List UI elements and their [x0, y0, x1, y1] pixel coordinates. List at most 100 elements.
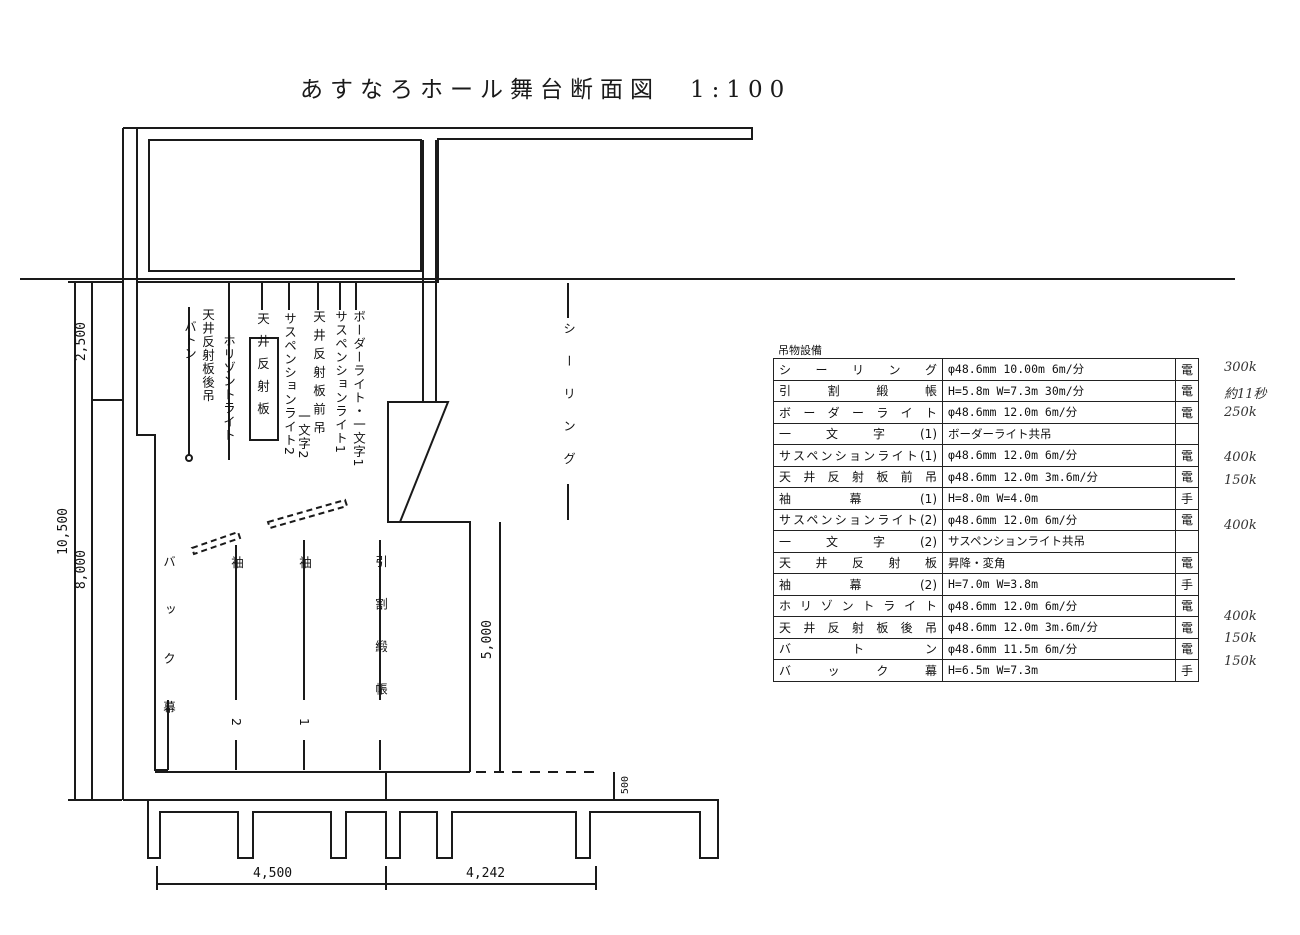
label-ceiling: シーリング — [561, 322, 576, 485]
label-hikiwari: 引割緞帳 — [373, 555, 388, 725]
load-note: 150k — [1224, 473, 1257, 488]
operation-type: 電 — [1175, 594, 1199, 617]
table-row: 一文字(1)ボーダーライト共吊 — [773, 422, 1199, 445]
label-susp-light-2: サスペンションライト2 — [282, 312, 297, 456]
operation-type: 電 — [1175, 508, 1199, 531]
equipment-spec: φ48.6mm 12.0m 6m/分 — [942, 508, 1176, 531]
equipment-spec: φ48.6mm 12.0m 6m/分 — [942, 401, 1176, 424]
proscenium-arch — [387, 401, 450, 523]
equipment-name: バック幕 — [773, 659, 943, 682]
label-sode-1: 袖 — [297, 556, 312, 570]
label-susp-light-1: サスペンションライト1 — [333, 310, 348, 454]
equipment-spec: φ48.6mm 11.5m 6m/分 — [942, 637, 1176, 660]
equipment-spec: φ48.6mm 12.0m 3m.6m/分 — [942, 616, 1176, 639]
dim-4500: 4,500 — [253, 866, 293, 881]
equipment-spec: ボーダーライト共吊 — [942, 422, 1176, 445]
proscenium-wall — [422, 140, 437, 402]
dim-5000: 5,000 — [480, 620, 495, 660]
operation-type — [1175, 530, 1199, 553]
load-note: 約11秒 — [1224, 386, 1267, 402]
equipment-spec: H=5.8m W=7.3m 30m/分 — [942, 379, 1176, 402]
reflector-panel-a — [190, 530, 242, 556]
equipment-spec: H=8.0m W=4.0m — [942, 487, 1176, 510]
equipment-name: 引割緞帳 — [773, 379, 943, 402]
label-baton: バトン — [182, 320, 197, 361]
dim-8000: 8,000 — [74, 550, 89, 590]
equipment-spec: サスペンションライト共吊 — [942, 530, 1176, 553]
equipment-name: ホリゾントライト — [773, 594, 943, 617]
operation-type: 手 — [1175, 659, 1199, 682]
equipment-name: ボーダーライト — [773, 401, 943, 424]
load-note: 400k — [1224, 518, 1257, 534]
equipment-name: 天井反射板前吊 — [773, 465, 943, 488]
operation-type — [1175, 422, 1199, 445]
dim-500: 500 — [620, 776, 631, 795]
equipment-name: サスペンションライト(1) — [773, 444, 943, 467]
proscenium-lower — [400, 521, 471, 772]
load-note: 150k — [1224, 631, 1257, 647]
operation-type: 電 — [1175, 551, 1199, 574]
label-ichimonji-2: 一文字2 — [296, 410, 311, 460]
dim-2500: 2,500 — [74, 322, 89, 362]
operation-type: 電 — [1175, 358, 1199, 381]
page-title: あすなろホール舞台断面図 1:100 — [300, 77, 792, 103]
operation-type: 電 — [1175, 401, 1199, 424]
load-note: 400k — [1224, 450, 1257, 466]
equipment-name: バトン — [773, 637, 943, 660]
equipment-name: 袖幕(1) — [773, 487, 943, 510]
dim-4242: 4,242 — [466, 866, 506, 881]
equipment-spec: φ48.6mm 10.00m 6m/分 — [942, 358, 1176, 381]
equipment-name: シーリング — [773, 358, 943, 381]
operation-type: 電 — [1175, 379, 1199, 402]
operation-type: 電 — [1175, 637, 1199, 660]
reflector-box — [249, 337, 279, 441]
label-border-light: ボーダーライト・一文字1 — [351, 310, 366, 468]
table-row: 天井反射板昇降・変角電 — [773, 551, 1199, 574]
equipment-spec: φ48.6mm 12.0m 6m/分 — [942, 594, 1176, 617]
label-sode-1-num: 1 — [297, 718, 312, 727]
reflector-panel-b — [266, 498, 349, 530]
label-ceiling-reflector: 天井反射板 — [255, 312, 270, 425]
operation-type: 電 — [1175, 616, 1199, 639]
label-horizon-light: ホリゾントライト — [221, 334, 236, 442]
equipment-spec: H=7.0m W=3.8m — [942, 573, 1176, 596]
load-note: 150k — [1224, 653, 1257, 669]
table-caption: 吊物設備 — [778, 344, 822, 357]
equipment-spec: φ48.6mm 12.0m 6m/分 — [942, 444, 1176, 467]
baton-end — [185, 454, 193, 462]
equipment-spec: H=6.5m W=7.3m — [942, 659, 1176, 682]
operation-type: 電 — [1175, 465, 1199, 488]
label-reflector-rear: 天井反射板後吊 — [200, 308, 215, 403]
load-note: 250k — [1224, 405, 1257, 421]
fly-tower-outline — [123, 127, 753, 283]
equipment-spec: 昇降・変角 — [942, 551, 1176, 574]
dim-10500: 10,500 — [56, 508, 71, 555]
equipment-name: 天井反射板後吊 — [773, 616, 943, 639]
back-wall — [122, 128, 168, 800]
stage-floor — [123, 799, 719, 859]
operation-type: 電 — [1175, 444, 1199, 467]
equipment-name: 一文字(2) — [773, 530, 943, 553]
table-row: サスペンションライト(2)φ48.6mm 12.0m 6m/分電 — [773, 508, 1199, 531]
equipment-spec: φ48.6mm 12.0m 3m.6m/分 — [942, 465, 1176, 488]
equipment-name: サスペンションライト(2) — [773, 508, 943, 531]
load-note: 300k — [1224, 360, 1257, 375]
label-reflector-front: 天井反射板前吊 — [311, 310, 326, 440]
label-sode-2: 袖 — [229, 556, 244, 570]
equipment-name: 袖幕(2) — [773, 573, 943, 596]
table-row: 一文字(2)サスペンションライト共吊 — [773, 530, 1199, 553]
operation-type: 手 — [1175, 487, 1199, 510]
table-row: サスペンションライト(1)φ48.6mm 12.0m 6m/分電 — [773, 444, 1199, 467]
